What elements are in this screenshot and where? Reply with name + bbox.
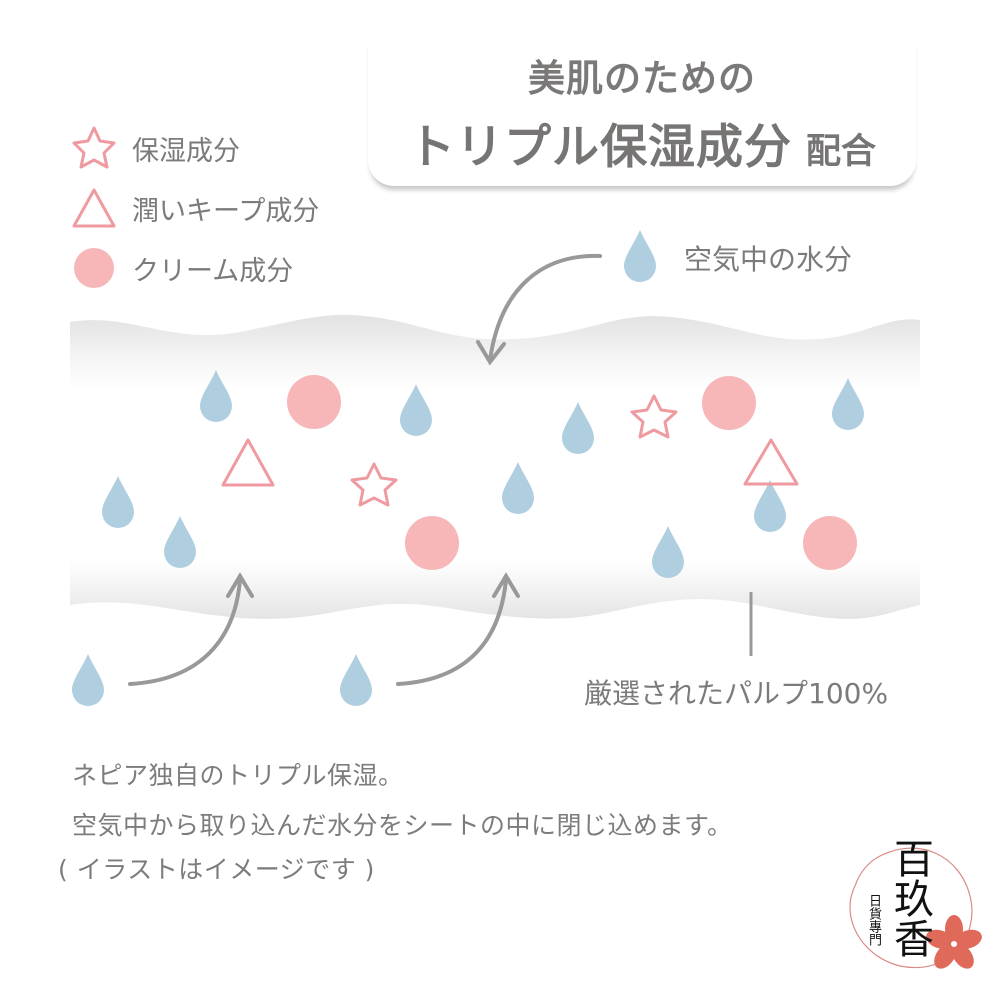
water-drop-icon: [72, 654, 104, 706]
water-drop-icon: [400, 384, 432, 436]
circle-filled-icon: [70, 244, 118, 292]
cream-circle-icon: [702, 376, 756, 430]
cream-circle-icon: [405, 516, 459, 570]
description-line-1: ネピア独自のトリプル保湿。: [72, 761, 404, 790]
water-drop-icon: [102, 476, 134, 528]
legend-label: 潤いキープ成分: [132, 195, 320, 227]
cream-circle-icon: [803, 516, 857, 570]
legend-item-keep-moisture: 潤いキープ成分: [70, 186, 319, 230]
water-drop-icon: [340, 654, 372, 706]
triangle-outline-icon: [743, 438, 799, 486]
water-drop-icon: [164, 516, 196, 568]
pulp-label: 厳選されたパルプ100%: [584, 677, 889, 710]
logo-sub-text: 日貨專門: [866, 894, 881, 946]
sheet-bottom-edge: [70, 560, 920, 619]
sakura-icon: [926, 915, 982, 969]
shop-logo: 百玖香 日貨專門: [840, 836, 990, 986]
description-line-2: 空気中から取り込んだ水分をシートの中に閉じ込めます。: [72, 811, 733, 840]
air-moisture-label: 空気中の水分: [684, 243, 853, 276]
title-suffix-text: 配合: [806, 132, 877, 172]
water-drop-icon: [502, 462, 534, 514]
legend-label: クリーム成分: [132, 255, 294, 287]
water-drop-icon: [622, 228, 658, 288]
title-heading: トリプル保湿成分配合: [408, 108, 876, 177]
logo-ring: [849, 847, 982, 969]
cream-circle-icon: [287, 375, 341, 429]
water-drop-icon: [754, 480, 786, 532]
arrow-up-icon: [396, 572, 520, 686]
title-card: 美肌のための トリプル保湿成分配合: [368, 40, 916, 186]
arrow-up-icon: [128, 572, 254, 686]
legend-item-cream: クリーム成分: [70, 246, 293, 290]
water-drop-icon: [652, 526, 684, 578]
water-drop-icon: [562, 402, 594, 454]
star-outline-icon: [350, 462, 398, 507]
arrow-down-icon: [476, 253, 602, 366]
logo-main-text: 百玖香: [887, 838, 933, 958]
illustration-note: ( イラストはイメージです ): [58, 855, 375, 884]
legend-item-moisturizing: 保湿成分: [70, 126, 240, 170]
star-outline-icon: [630, 394, 678, 439]
title-subheading: 美肌のための: [528, 57, 756, 100]
triangle-outline-icon: [221, 438, 275, 487]
star-outline-icon: [70, 124, 118, 172]
legend-label: 保湿成分: [132, 135, 240, 167]
triangle-outline-icon: [70, 184, 118, 232]
title-main-text: トリプル保湿成分: [408, 120, 792, 175]
